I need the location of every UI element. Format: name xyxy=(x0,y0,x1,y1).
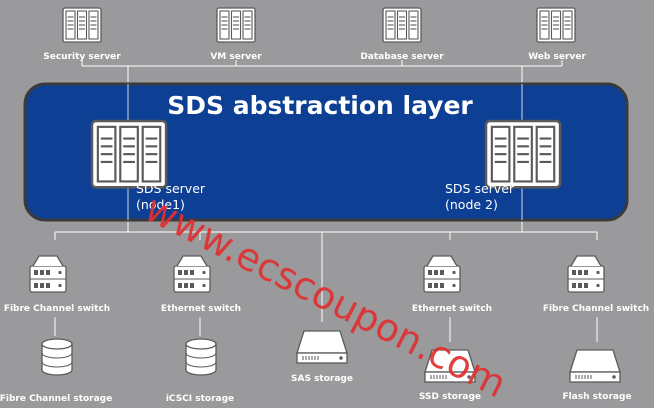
sds-node1-line2: (node1) xyxy=(136,197,185,212)
sas-storage-label: SAS storage xyxy=(291,374,353,384)
database-server-label: Database server xyxy=(360,52,444,62)
sds-layer-box xyxy=(23,82,629,222)
ethernet-switch-label: Ethernet switch xyxy=(411,304,493,314)
security-server-icon xyxy=(62,7,102,43)
fibre-channel-storage-label: Fibre Channel storage xyxy=(0,394,113,404)
sds-node1-line1: SDS server xyxy=(136,181,206,196)
flash-storage-label: Flash storage xyxy=(562,392,632,402)
sds-node2-server-icon xyxy=(484,119,562,189)
sds-node2-label: SDS server (node 2) xyxy=(445,181,514,213)
fibre-channel-switch-label: Fibre Channel switch xyxy=(3,304,111,314)
web-server-icon xyxy=(536,7,576,43)
sds-node1-label: SDS server (node1) xyxy=(136,181,205,213)
fibre-channel-storage-icon xyxy=(41,338,73,376)
iscsi-storage-label: iCSCI storage xyxy=(165,394,235,404)
fibre-channel-switch-icon xyxy=(29,255,67,293)
database-server-icon xyxy=(382,7,422,43)
sds-layer-title: SDS abstraction layer xyxy=(167,91,473,120)
fibre-channel-switch-icon xyxy=(567,255,605,293)
ssd-storage-label: SSD storage xyxy=(418,392,482,402)
flash-storage-icon xyxy=(569,349,621,383)
ethernet-switch-icon xyxy=(173,255,211,293)
ethernet-switch-icon xyxy=(423,255,461,293)
sds-node2-line1: SDS server xyxy=(445,181,515,196)
web-server-label: Web server xyxy=(528,52,586,62)
fibre-channel-switch-label: Fibre Channel switch xyxy=(542,304,650,314)
sds-node2-line2: (node 2) xyxy=(445,197,498,212)
vm-server-label: VM server xyxy=(210,52,262,62)
sas-storage-icon xyxy=(296,330,348,364)
vm-server-icon xyxy=(216,7,256,43)
ethernet-switch-label: Ethernet switch xyxy=(160,304,242,314)
sds-node1-server-icon xyxy=(90,119,168,189)
security-server-label: Security server xyxy=(43,52,121,62)
iscsi-storage-icon xyxy=(185,338,217,376)
